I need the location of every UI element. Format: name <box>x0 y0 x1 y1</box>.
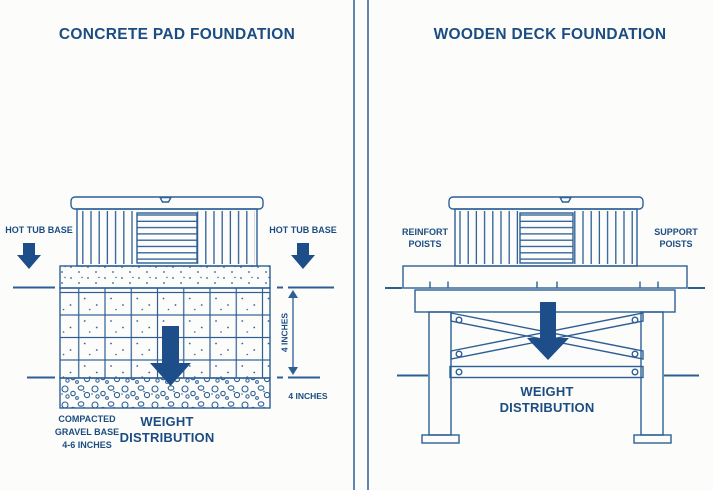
weight-line1: WEIGHT <box>140 414 194 429</box>
weight-line2: DISTRIBUTION <box>499 399 595 415</box>
cross-braces <box>450 312 644 360</box>
hot-tub-base-label-left: HOT TUB BASE <box>5 225 73 235</box>
dimension-arrow <box>288 290 298 375</box>
hot-tub-base-label-right: HOT TUB BASE <box>269 225 337 235</box>
gravel-layer <box>59 377 271 409</box>
left-slat-panel <box>79 211 137 264</box>
support-posts-label: SUPPORT POISTS <box>636 226 713 250</box>
ground-lines-left-panel <box>13 286 334 379</box>
ground-lines-right-panel <box>385 287 705 377</box>
support-line2: POISTS <box>659 239 693 249</box>
hot-tub-left <box>70 196 264 267</box>
lower-rail <box>449 365 644 379</box>
weight-arrow-icon-right <box>527 302 569 360</box>
deck-platform <box>402 265 688 289</box>
right-panel-title: WOODEN DECK FOUNDATION <box>433 26 667 43</box>
support-line1: SUPPORT <box>654 227 698 237</box>
reinforce-line2: POISTS <box>408 239 442 249</box>
concrete-slab <box>59 265 271 289</box>
gravel-caption: COMPACTED GRAVEL BASE 4-6 INCHES <box>50 413 124 452</box>
gravel-depth-label: 4 INCHES <box>288 391 328 401</box>
deck-foot-left <box>421 434 460 444</box>
deck-leg-right <box>640 311 664 436</box>
right-slat-panel <box>197 211 255 264</box>
weight-arrow-icon-left <box>150 326 191 386</box>
gravel-caption-line2: GRAVEL BASE <box>54 427 120 437</box>
access-panel <box>136 212 198 264</box>
concrete-pad-diagram <box>13 196 334 409</box>
lid-handle-notch <box>158 196 173 203</box>
hot-tub-lid <box>448 196 644 210</box>
gravel-caption-line3: 4-6 INCHES <box>62 440 112 450</box>
left-panel-title: CONCRETE PAD FOUNDATION <box>58 26 296 43</box>
access-panel <box>519 212 574 264</box>
deck-leg-left <box>428 311 452 436</box>
down-arrow-icon-right <box>291 243 315 269</box>
weight-line1: WEIGHT <box>520 384 574 399</box>
right-slat-panel <box>573 211 635 264</box>
gravel-caption-line1: COMPACTED <box>58 414 116 424</box>
lid-handle-notch <box>558 196 573 203</box>
reinforce-posts-label: REINFORT POISTS <box>385 226 465 250</box>
pad-depth-label: 4 INCHES <box>279 312 290 353</box>
deck-foot-right <box>633 434 672 444</box>
left-slat-panel <box>457 211 519 264</box>
down-arrow-icon-left <box>17 243 41 269</box>
weight-line2: DISTRIBUTION <box>119 429 215 445</box>
weight-distribution-left: WEIGHT DISTRIBUTION <box>112 414 222 445</box>
hot-tub-right <box>448 196 644 267</box>
panel-divider <box>353 0 369 490</box>
reinforce-line1: REINFORT <box>402 227 448 237</box>
wooden-deck-diagram <box>385 196 705 444</box>
hot-tub-lid <box>70 196 264 210</box>
weight-distribution-right: WEIGHT DISTRIBUTION <box>492 384 602 415</box>
